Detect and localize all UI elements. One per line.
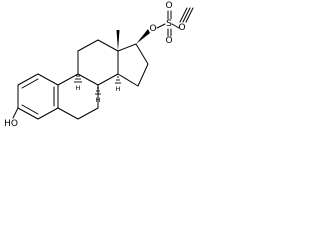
ring-c — [77, 39, 119, 86]
ring-d — [117, 43, 149, 87]
methyl-wedge-bond — [116, 30, 120, 51]
c17-oxygen-wedge-bond — [136, 29, 150, 44]
sulfonyl-oxygen-bottom-label: O — [165, 36, 172, 46]
c9-hash-bond — [74, 75, 82, 83]
hydroxyl-bond — [12, 107, 19, 119]
c9-hydrogen-label: H — [76, 84, 81, 92]
ring-b — [57, 73, 99, 120]
ester-oxygen-2-label: O — [178, 23, 185, 33]
ring-a-aromatic — [17, 73, 59, 120]
ester-oxygen-1-label: O — [149, 24, 156, 34]
alkyne-triple-bond — [179, 7, 194, 23]
sulfonyl-ester-chain — [156, 10, 180, 37]
chemical-structure-diagram: HO O S O O O H H H — [4, 1, 194, 129]
c14-hydrogen-label: H — [116, 85, 121, 93]
c8-hash-bond — [95, 87, 101, 95]
c14-hash-bond — [115, 76, 121, 84]
sulfur-label: S — [166, 19, 172, 29]
c8-hydrogen-label: H — [96, 96, 101, 104]
hydroxyl-label: HO — [4, 119, 18, 129]
sulfonyl-oxygen-top-label: O — [165, 1, 172, 11]
